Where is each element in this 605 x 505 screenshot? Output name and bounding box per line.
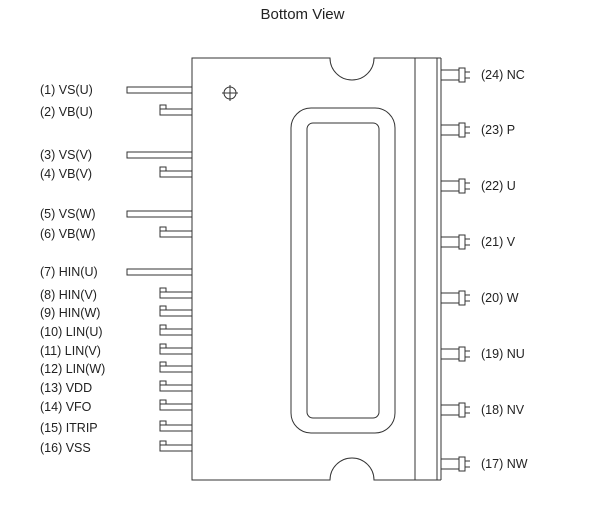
right-pin-label: (17) NW xyxy=(481,457,528,471)
left-pin-lead xyxy=(159,440,193,452)
left-pin-lead xyxy=(159,305,193,317)
right-pin-label: (19) NU xyxy=(481,347,525,361)
left-pin-lead xyxy=(159,380,193,392)
right-pin-label: (20) W xyxy=(481,291,519,305)
left-pin-label: (6) VB(W) xyxy=(40,227,96,241)
left-pin-lead xyxy=(159,399,193,411)
left-pin-lead xyxy=(159,104,193,116)
right-pin-label: (21) V xyxy=(481,235,516,249)
package-body xyxy=(191,57,416,481)
right-pin-lead xyxy=(440,234,470,250)
left-pin-label: (1) VS(U) xyxy=(40,83,93,97)
diagram-title: Bottom View xyxy=(260,6,345,23)
right-pin-lead xyxy=(440,456,470,472)
heatsink-pad-outer xyxy=(290,107,396,434)
left-pin-label: (12) LIN(W) xyxy=(40,362,106,376)
left-pin-lead xyxy=(159,166,193,178)
left-pin-label: (14) VFO xyxy=(40,400,92,414)
right-pin-lead xyxy=(440,346,470,362)
right-leads xyxy=(440,67,470,472)
left-pin-label: (16) VSS xyxy=(40,441,91,455)
right-pin-lead xyxy=(440,122,470,138)
left-pin-label: (3) VS(V) xyxy=(40,148,93,162)
left-pin-lead xyxy=(159,287,193,299)
package-side-step xyxy=(414,57,438,481)
left-leads xyxy=(126,86,193,452)
left-pin-label: (15) ITRIP xyxy=(40,421,98,435)
right-pin-lead xyxy=(440,67,470,83)
right-pin-lead xyxy=(440,178,470,194)
left-pin-lead xyxy=(159,420,193,432)
left-pin-label: (2) VB(U) xyxy=(40,105,93,119)
left-pin-label: (13) VDD xyxy=(40,381,93,395)
left-pin-label: (11) LIN(V) xyxy=(40,344,101,358)
left-pin-lead xyxy=(126,210,193,218)
left-pin-lead xyxy=(159,324,193,336)
left-pin-lead xyxy=(159,361,193,373)
right-pin-label: (22) U xyxy=(481,179,516,193)
left-pin-lead xyxy=(126,268,193,276)
left-pin-lead xyxy=(126,86,193,94)
pin1-marker-icon xyxy=(222,85,238,101)
right-pin-label: (23) P xyxy=(481,123,516,137)
right-pin-label: (18) NV xyxy=(481,403,525,417)
left-pin-lead xyxy=(126,151,193,159)
left-pin-label: (9) HIN(W) xyxy=(40,306,101,320)
left-pin-lead xyxy=(159,226,193,238)
left-pin-label: (4) VB(V) xyxy=(40,167,93,181)
heatsink-pad-inner xyxy=(306,122,380,419)
right-pin-label: (24) NC xyxy=(481,68,525,82)
left-pin-label: (10) LIN(U) xyxy=(40,325,103,339)
right-pin-lead xyxy=(440,290,470,306)
left-pin-lead xyxy=(159,343,193,355)
left-pin-label: (5) VS(W) xyxy=(40,207,96,221)
right-pin-lead xyxy=(440,402,470,418)
left-pin-label: (8) HIN(V) xyxy=(40,288,97,302)
left-pin-label: (7) HIN(U) xyxy=(40,265,98,279)
